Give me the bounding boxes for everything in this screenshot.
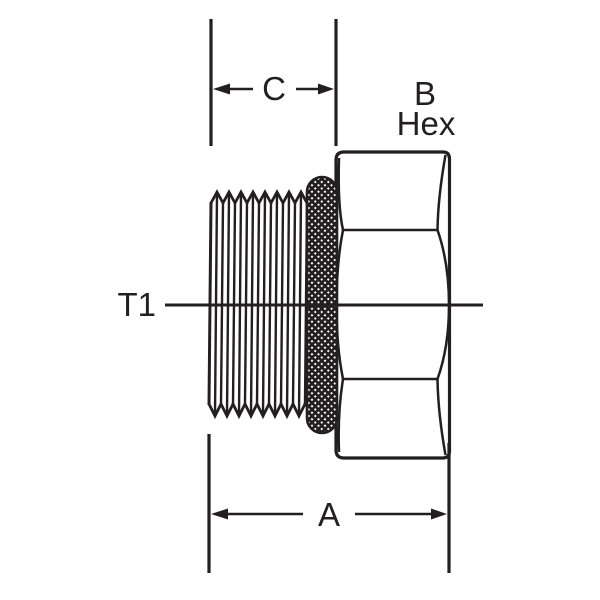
dim-a-arrowhead-right <box>431 508 447 520</box>
hex-chamfer-arc-top-right <box>436 154 447 231</box>
dimension-a: A <box>207 434 451 573</box>
hex-chamfer-arc-top-left <box>337 157 345 231</box>
dim-a-arrowhead-left <box>211 508 228 520</box>
hex-chamfer-arc-bottom-right <box>436 378 447 456</box>
thread-size-label: T1 <box>117 286 156 323</box>
dim-c-arrowhead-left <box>213 83 230 95</box>
dimension-c: C <box>209 19 338 146</box>
thread-crest-bottom <box>207 400 309 420</box>
hex-chamfer-arc-bottom-left <box>337 378 345 453</box>
hex-size-word: Hex <box>397 105 456 142</box>
dim-c-label: C <box>262 70 286 107</box>
dim-c-arrowhead-right <box>318 83 334 95</box>
hex-size-callout: B Hex <box>397 75 456 142</box>
hex-size-letter: B <box>414 75 436 112</box>
dim-a-label: A <box>318 496 340 533</box>
thread-crest-top <box>209 189 311 206</box>
